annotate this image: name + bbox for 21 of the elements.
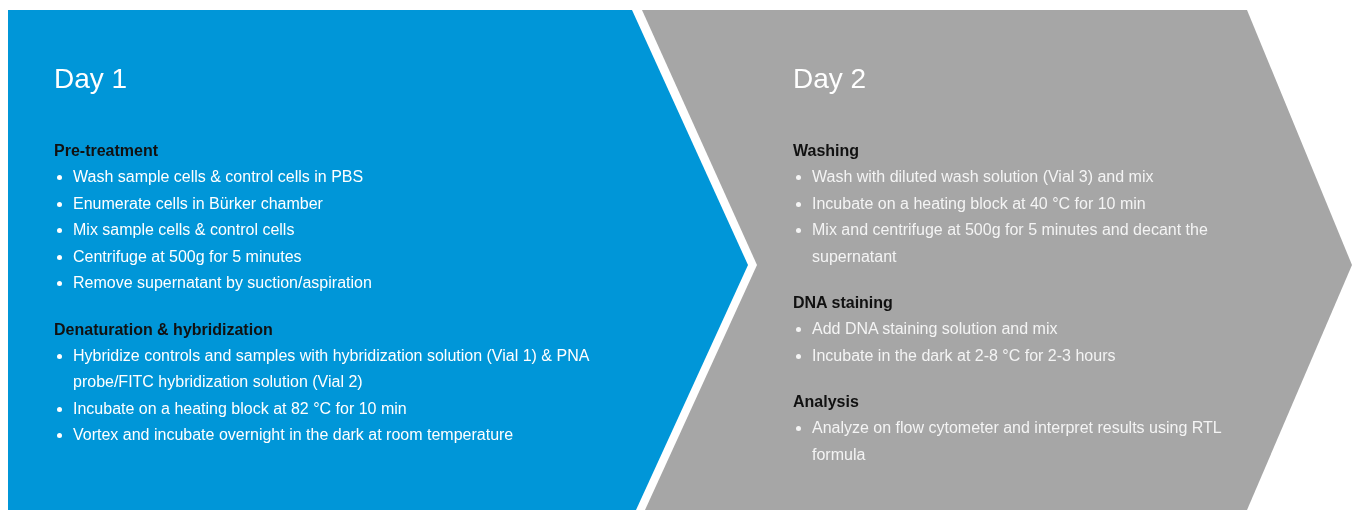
bullet-item: Incubate on a heating block at 82 °C for 10 min — [73, 399, 407, 417]
section-heading: Analysis — [793, 392, 860, 412]
bullet-item: Mix and centrifuge at 500g for 5 minutes and decant the supernatant — [812, 221, 1208, 265]
section-heading: Pre-treatment — [54, 141, 160, 161]
bullet-item: Enumerate cells in Bürker chamber — [73, 194, 323, 212]
bullet-item: Wash with diluted wash solution (Vial 3) and mix — [812, 168, 1154, 185]
section-heading: DNA staining — [793, 293, 894, 313]
section-heading: Washing — [793, 141, 861, 161]
bullet-item: Wash sample cells & control cells in PBS — [73, 168, 364, 185]
bullet-item: Mix sample cells & control cells — [73, 221, 295, 238]
section-heading: Denaturation & hybridization — [54, 319, 274, 340]
panel-title: Day 1 — [54, 62, 129, 96]
bullet-item: Remove supernatant by suction/aspiration — [73, 274, 372, 291]
bullet-item: Incubate in the dark at 2-8 °C for 2-3 hours — [812, 346, 1116, 364]
bullet-item: Hybridize controls and samples with hybridization solution (Vial 1) & PNA probe/FITC hybridization solution (Vial 2) — [73, 346, 589, 390]
panel-title: Day 2 — [793, 62, 868, 96]
bullet-item: Centrifuge at 500g for 5 minutes — [73, 247, 302, 265]
bullet-item: Incubate on a heating block at 40 °C for 10 min — [812, 194, 1146, 212]
bullet-item: Add DNA staining solution and mix — [812, 320, 1058, 337]
bullet-item: Vortex and incubate overnight in the dark at room temperature — [73, 426, 514, 443]
bullet-item: Analyze on flow cytometer and interpret results using RTL formula — [812, 419, 1222, 463]
